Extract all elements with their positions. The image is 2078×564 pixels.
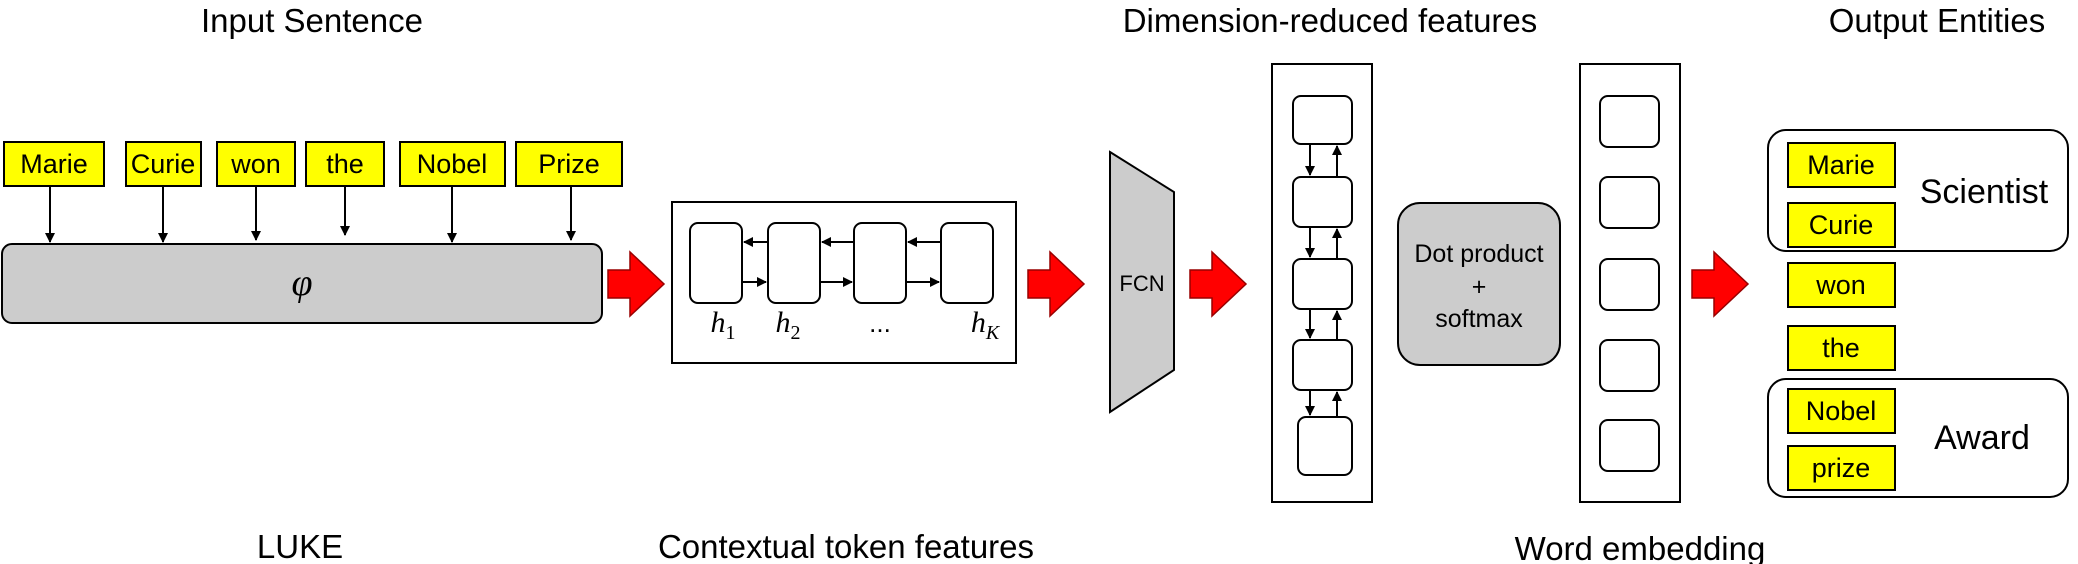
output-token: Marie	[1807, 150, 1875, 180]
input-tokens: Marie Curie won the Nobel Prize	[3, 141, 623, 187]
embedding-cell	[1599, 95, 1660, 148]
embedding-cell	[1599, 176, 1660, 229]
hidden-state-cell	[853, 222, 907, 304]
hidden-state-h2: h2	[776, 306, 801, 344]
input-token-label: Marie	[20, 149, 88, 179]
output-token: prize	[1812, 453, 1871, 483]
input-token-label: Prize	[538, 149, 600, 179]
label-word-embedding: Word embedding	[1515, 530, 1766, 564]
input-token: the	[305, 141, 385, 187]
hidden-state-cell	[767, 222, 821, 304]
heading-dimension-reduced: Dimension-reduced features	[1123, 2, 1538, 39]
hidden-state-cell	[940, 222, 994, 304]
embedding-cell	[1599, 419, 1660, 472]
heading-input-sentence: Input Sentence	[201, 2, 423, 39]
input-token: won	[216, 141, 296, 187]
input-token: Curie	[125, 141, 202, 187]
input-token: Nobel	[399, 141, 506, 187]
red-arrow-right	[1027, 250, 1086, 318]
fcn-label: FCN	[1119, 271, 1164, 296]
entity-group-scientist: Marie Curie Scientist	[1767, 129, 2069, 252]
reduced-feature-cell	[1292, 176, 1353, 228]
vertical-bidirectional-arrows	[1305, 144, 1342, 417]
reduced-feature-cell	[1292, 95, 1353, 145]
output-token: the	[1822, 333, 1860, 363]
input-token-label: won	[230, 149, 281, 179]
contextual-features-block: h1 h2 ... hK	[671, 201, 1017, 364]
red-arrow-right	[1189, 250, 1248, 318]
dot-product-line3: softmax	[1435, 305, 1523, 333]
input-token-label: the	[326, 149, 364, 179]
reduced-feature-cell	[1292, 339, 1353, 391]
dimension-reduced-column	[1271, 63, 1373, 503]
hidden-state-ellipsis: ...	[869, 308, 891, 338]
bidirectional-arrows	[742, 237, 941, 287]
reduced-feature-cell	[1297, 416, 1353, 476]
entity-label-award: Award	[1934, 419, 2030, 457]
input-token: Marie	[3, 141, 105, 187]
embedding-cell	[1599, 258, 1660, 311]
output-entities: Marie Curie Scientist won the Nobel priz…	[1767, 129, 2069, 498]
label-luke: LUKE	[257, 528, 343, 564]
red-arrow-right	[1691, 250, 1750, 318]
dot-product-line2: +	[1472, 273, 1487, 301]
output-token-standalone: the	[1787, 325, 1896, 371]
encoder-block: φ	[1, 243, 603, 324]
output-token: Nobel	[1806, 396, 1877, 426]
hidden-state-cell	[689, 222, 743, 304]
dot-product-line1: Dot product	[1414, 240, 1543, 268]
token-arrows	[45, 186, 576, 243]
reduced-feature-cell	[1292, 258, 1353, 310]
hidden-state-h1: h1	[711, 306, 736, 344]
dot-product-softmax-block: Dot product + softmax	[1397, 202, 1561, 366]
hidden-state-hK: hK	[971, 306, 1001, 344]
output-token-standalone: won	[1787, 262, 1896, 308]
phi-symbol: φ	[291, 262, 312, 304]
word-embedding-column	[1579, 63, 1681, 503]
input-token: Prize	[515, 141, 623, 187]
output-token: Curie	[1809, 210, 1874, 240]
embedding-cell	[1599, 339, 1660, 392]
red-arrows	[607, 250, 1750, 318]
label-contextual-token-features: Contextual token features	[658, 528, 1034, 564]
entity-label-scientist: Scientist	[1920, 173, 2049, 211]
fcn-block: FCN	[1109, 150, 1175, 414]
heading-output-entities: Output Entities	[1829, 2, 2045, 39]
input-token-label: Curie	[131, 149, 196, 179]
red-arrow-right	[607, 250, 666, 318]
entity-group-award: Nobel prize Award	[1767, 378, 2069, 498]
output-token: won	[1815, 270, 1866, 300]
input-token-label: Nobel	[417, 149, 488, 179]
